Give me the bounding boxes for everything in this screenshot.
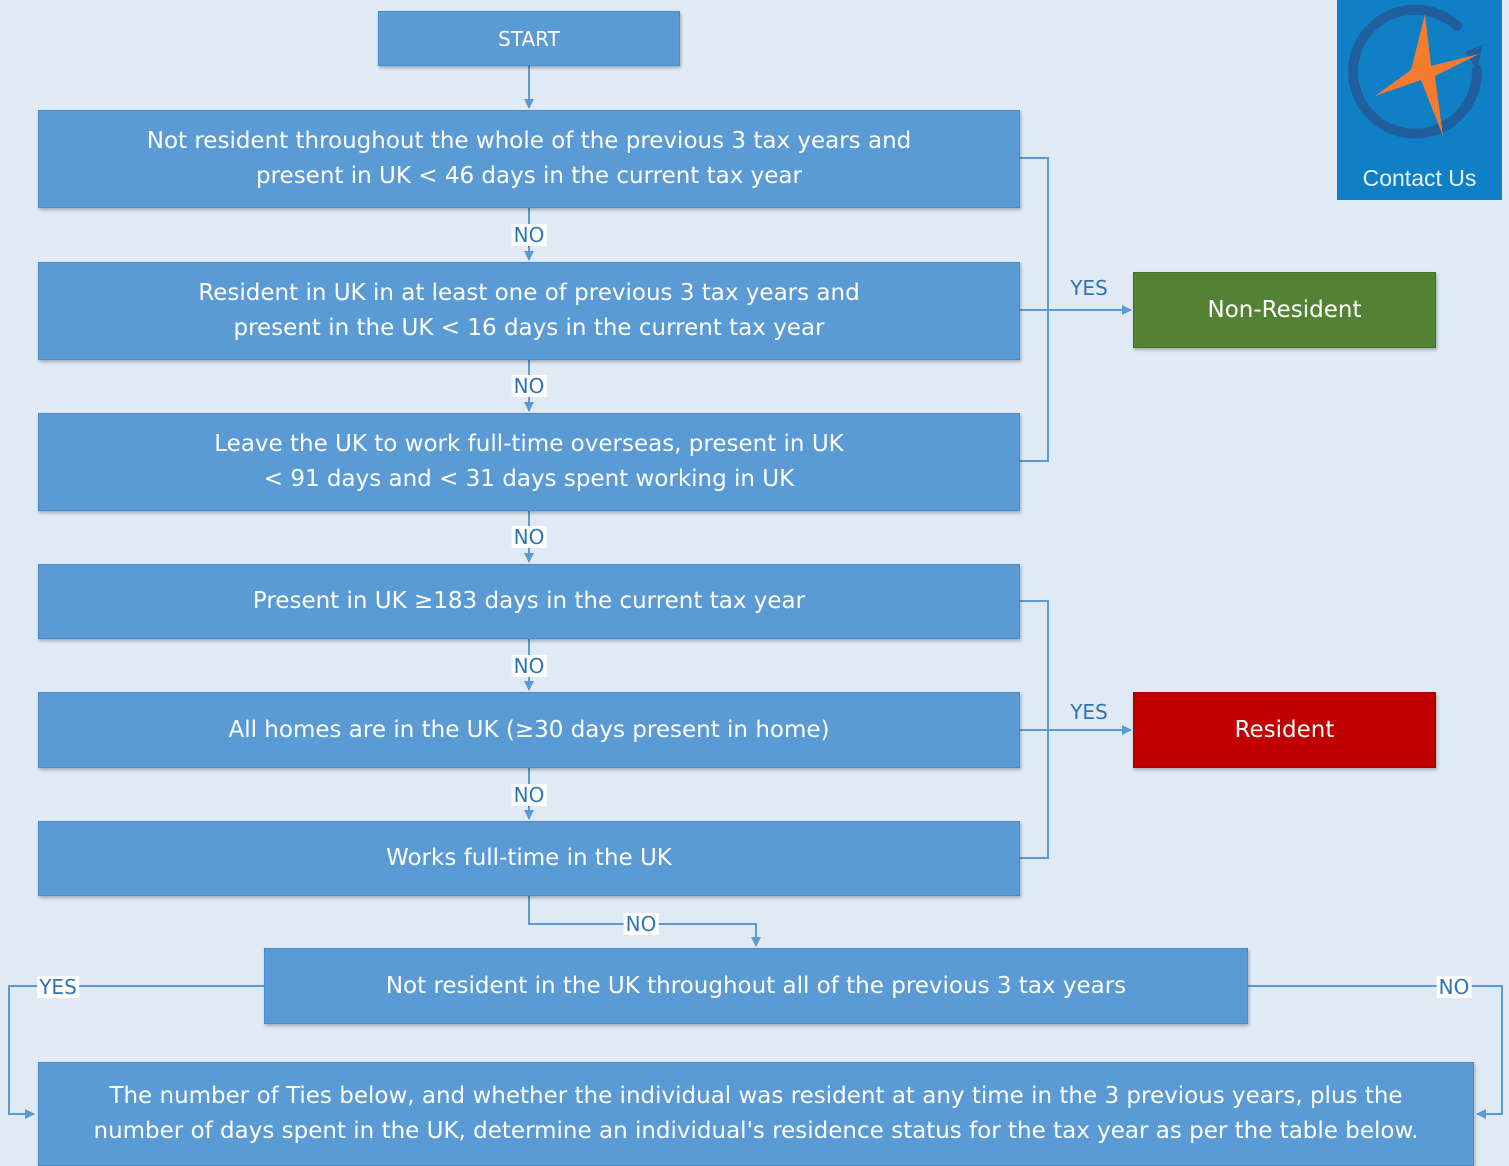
question-box-1: Not resident throughout the whole of the… [38, 110, 1020, 208]
edge-label-no-3: NO [511, 525, 547, 549]
resident-box: Resident [1133, 692, 1436, 768]
question-box-3: Leave the UK to work full-time overseas,… [38, 413, 1020, 511]
edge-label-no-2: NO [511, 374, 547, 398]
start-label: START [498, 26, 560, 51]
edge-label-no-1: NO [511, 223, 547, 247]
non-resident-label: Non-Resident [1207, 296, 1362, 323]
question-box-7: Not resident in the UK throughout all of… [264, 948, 1248, 1024]
question-2-text: Resident in UK in at least one of previo… [198, 280, 860, 341]
edge-label-no-4: NO [511, 654, 547, 678]
edge-label-yes-left: YES [37, 975, 79, 999]
start-box: START [378, 11, 680, 66]
edge-label-no-5: NO [511, 783, 547, 807]
question-6-text: Works full-time in the UK [386, 845, 672, 871]
question-box-6: Works full-time in the UK [38, 821, 1020, 896]
ties-text: The number of Ties below, and whether th… [93, 1083, 1419, 1144]
resident-label: Resident [1234, 716, 1335, 743]
question-box-5: All homes are in the UK (≥30 days presen… [38, 692, 1020, 768]
logo-icon [1348, 4, 1483, 139]
contact-us-button[interactable]: Contact Us [1337, 0, 1502, 200]
edge-label-yes-non-resident: YES [1070, 276, 1108, 300]
question-5-text: All homes are in the UK (≥30 days presen… [228, 716, 830, 743]
question-1-text: Not resident throughout the whole of the… [146, 128, 912, 189]
non-resident-box: Non-Resident [1133, 272, 1436, 348]
contact-us-label: Contact Us [1362, 165, 1477, 191]
question-box-4: Present in UK ≥183 days in the current t… [38, 564, 1020, 639]
edge-label-no-6: NO [623, 912, 659, 936]
edge-label-no-right: NO [1436, 975, 1472, 999]
edge-label-yes-resident: YES [1070, 700, 1108, 724]
question-4-text: Present in UK ≥183 days in the current t… [252, 588, 806, 614]
question-3-text: Leave the UK to work full-time overseas,… [214, 431, 844, 492]
question-box-2: Resident in UK in at least one of previo… [38, 262, 1020, 360]
ties-box: The number of Ties below, and whether th… [38, 1062, 1474, 1166]
question-7-text: Not resident in the UK throughout all of… [385, 972, 1127, 999]
